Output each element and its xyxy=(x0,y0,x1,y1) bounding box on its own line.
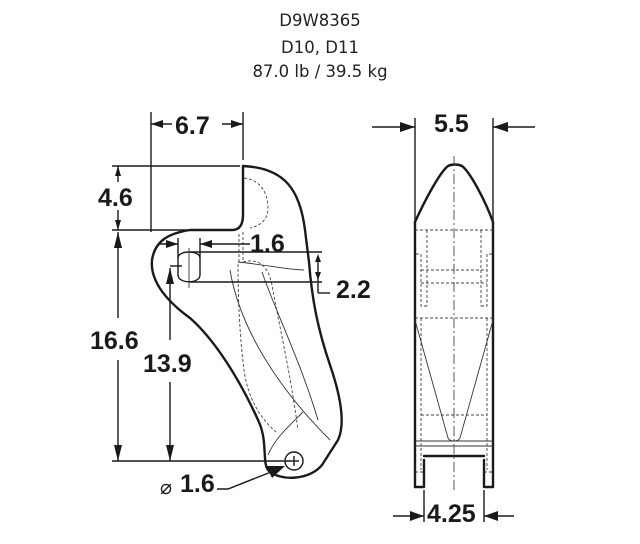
side-view xyxy=(150,164,343,479)
dim-overall-width: 5.5 xyxy=(372,110,535,222)
side-view-outline xyxy=(150,164,343,479)
svg-text:4.6: 4.6 xyxy=(98,184,133,212)
applicable-models: D10, D11 xyxy=(281,38,359,57)
svg-text:⌀: ⌀ xyxy=(160,475,172,499)
svg-text:1.6: 1.6 xyxy=(250,230,285,258)
svg-text:16.6: 16.6 xyxy=(90,327,139,355)
svg-text:4.25: 4.25 xyxy=(427,500,476,528)
dim-overall-height: 16.6 xyxy=(90,232,290,462)
svg-text:1.6: 1.6 xyxy=(180,470,215,498)
svg-text:5.5: 5.5 xyxy=(434,110,469,138)
svg-text:6.7: 6.7 xyxy=(175,112,210,140)
dim-inner-width: 4.25 xyxy=(393,490,514,528)
svg-text:2.2: 2.2 xyxy=(336,276,371,304)
dim-top-height: 4.6 xyxy=(98,165,240,231)
dim-slot-height: 2.2 xyxy=(190,251,371,304)
part-weight: 87.0 lb / 39.5 kg xyxy=(252,62,388,81)
part-number: D9W8365 xyxy=(279,11,361,30)
front-view xyxy=(413,156,495,492)
dim-hole-diameter: ⌀ 1.6 xyxy=(160,466,285,499)
dim-pin-to-hole: 13.9 xyxy=(143,265,192,461)
dim-pin-offset: 1.6 xyxy=(158,230,285,258)
dim-top-width: 6.7 xyxy=(150,112,244,232)
svg-text:13.9: 13.9 xyxy=(143,350,192,378)
